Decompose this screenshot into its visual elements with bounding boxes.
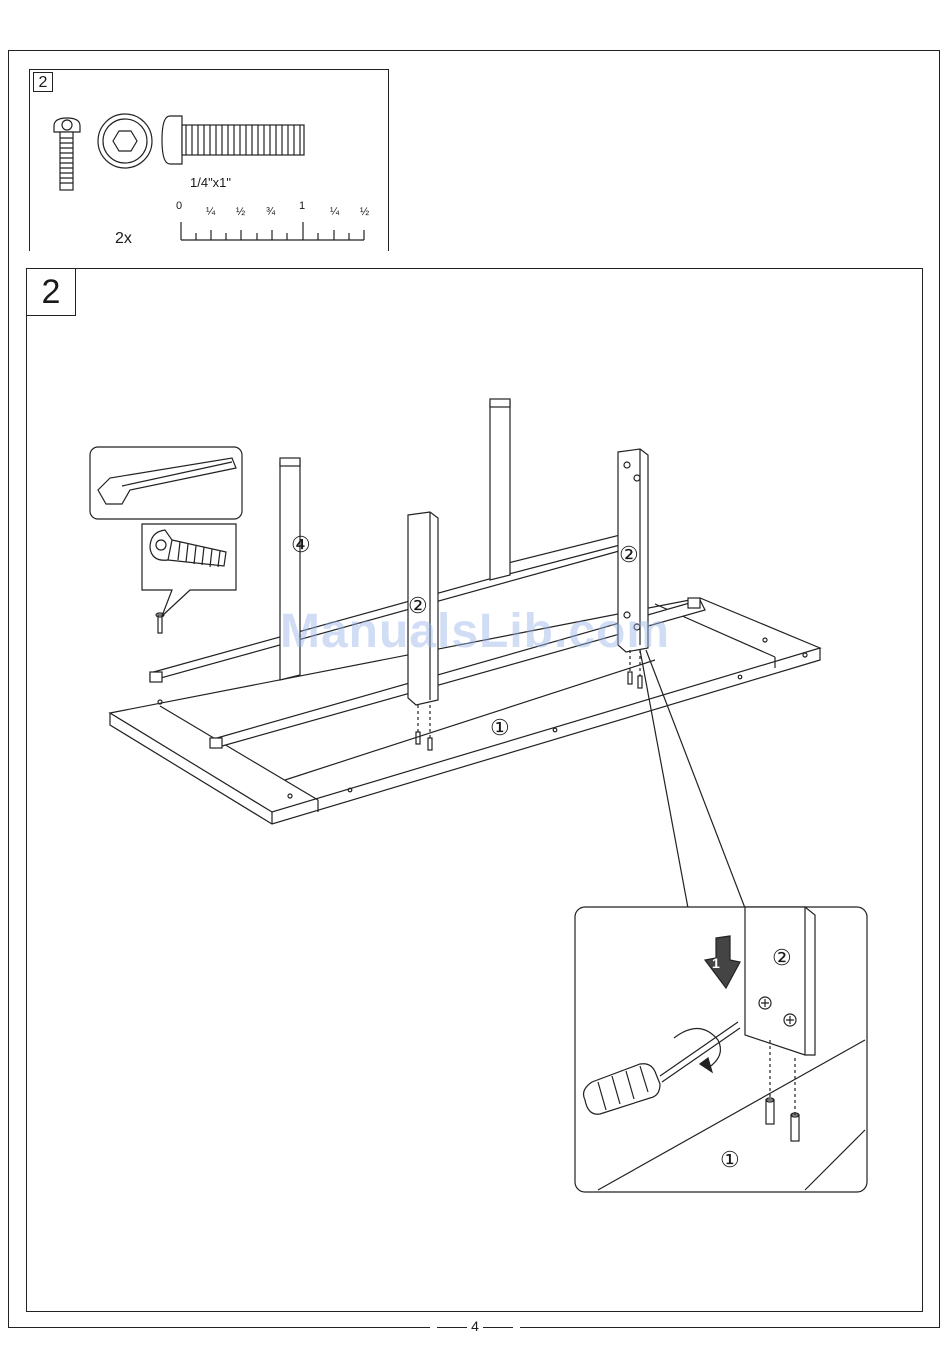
callout-detail-leg: ②: [772, 945, 792, 971]
page-number: 4: [432, 1318, 518, 1334]
leg-back-center-drawing: [490, 399, 510, 580]
allen-key-icon: [90, 447, 242, 519]
page-number-rule-right: [483, 1327, 513, 1328]
bolt-head-icon: [98, 114, 152, 168]
watermark: ManualsLib.com: [0, 604, 950, 659]
arrow-step-label: 1: [712, 955, 720, 971]
callout-tabletop: ①: [490, 715, 510, 741]
ruler-icon: [181, 222, 364, 240]
callout-apron: ④: [291, 532, 311, 558]
callout-leg-right: ②: [619, 542, 639, 568]
page-number-rule-left: [437, 1327, 467, 1328]
bolt-vertical-icon: [54, 118, 80, 190]
bolt-callout-icon: [142, 524, 236, 616]
page-number-value: 4: [471, 1318, 479, 1334]
bolt-horizontal-icon: [162, 116, 304, 164]
callout-detail-top: ①: [720, 1147, 740, 1173]
